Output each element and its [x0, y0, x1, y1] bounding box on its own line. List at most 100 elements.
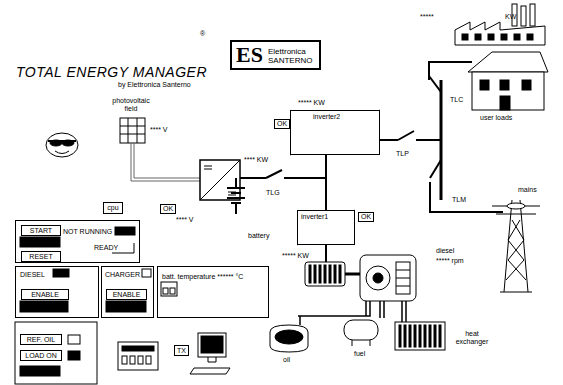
generator-part	[305, 262, 345, 286]
panel-indicator-part	[68, 335, 80, 344]
node-text: REF. OIL	[27, 336, 55, 344]
inverter-symbol-part	[290, 110, 380, 155]
factory-icon-part-part	[475, 34, 481, 40]
ac-wire-part	[430, 182, 503, 212]
oil-tank	[270, 325, 308, 352]
node-text: LOAD ON	[25, 352, 57, 360]
house-icon-part	[480, 80, 489, 90]
ac-wire-part	[440, 80, 443, 200]
fuel-tank-part	[352, 340, 370, 346]
mains-tower	[492, 200, 540, 292]
factory-icon-part	[462, 34, 533, 40]
mains-tower-part	[506, 220, 526, 280]
diagram-label: ***** KW	[282, 252, 309, 260]
smiley-icon-part	[46, 133, 78, 157]
dc-bus-wire-part	[240, 177, 266, 179]
diagram-label: *****	[420, 13, 434, 21]
panel-indicator-part	[161, 282, 177, 296]
node-text: cpu	[107, 204, 118, 212]
control-unit-icon-part	[122, 356, 151, 364]
generator-part-part	[334, 265, 336, 283]
panel-indicator-part	[68, 351, 80, 360]
button-box: OK	[274, 119, 290, 129]
panel-indicator-part	[163, 288, 168, 294]
ac-wire-part	[430, 160, 441, 178]
node-text: DIESEL	[20, 271, 45, 279]
button-box: RESET	[21, 251, 61, 262]
button-box: START	[21, 225, 61, 236]
computer-icon	[190, 333, 230, 374]
diagram-label: **** KW	[244, 156, 268, 164]
panel-indicator-part	[53, 269, 69, 277]
node-text: OK	[163, 205, 173, 213]
dc-bus-wire-part	[266, 170, 282, 178]
diesel-engine-part	[396, 270, 410, 286]
generator-part-part	[329, 265, 331, 283]
factory-icon-part-part	[527, 34, 533, 40]
heat-exchanger	[395, 322, 445, 350]
heat-exchanger-part-part	[424, 325, 426, 347]
control-panel: DIESEL ENABLE	[15, 266, 99, 318]
pv-wire-part	[134, 143, 200, 178]
factory-icon	[455, 4, 545, 45]
pv-panel	[120, 118, 145, 143]
diagram-label: user loads	[480, 114, 512, 122]
diagram-label: ***** KW	[298, 99, 325, 107]
factory-icon-part	[455, 22, 545, 45]
diagram-label: TLM	[452, 196, 466, 204]
page-title: TOTAL ENERGY MANAGER	[16, 64, 207, 80]
diesel-engine-part	[360, 255, 416, 301]
node-text: READY	[94, 244, 118, 252]
node-text: ENABLE	[113, 291, 141, 299]
oil-tank-part	[270, 325, 308, 352]
diesel-engine-part	[396, 262, 410, 294]
dc-bus-wire-part	[235, 204, 237, 214]
dc-bus-wire-part	[284, 177, 327, 179]
heat-exchanger-part-part	[439, 325, 441, 347]
computer-icon-part	[190, 368, 230, 374]
pv-panel-part	[120, 118, 145, 143]
generator-part-part	[339, 265, 341, 283]
factory-icon-part-part	[501, 34, 507, 40]
node-text: inverter2	[313, 113, 340, 121]
inverter-box: inverter1	[297, 210, 355, 245]
pv-panel-part	[120, 118, 145, 143]
button-box: REF. OIL	[20, 334, 62, 345]
panel-indicator-part	[170, 288, 175, 294]
panel-indicator	[15, 227, 177, 384]
heat-exchanger-part-part	[419, 325, 421, 347]
oil-tank-part	[275, 330, 303, 344]
control-panel: CHARGERENABLE	[101, 266, 154, 318]
panel-indicator-part	[115, 227, 135, 235]
diagram-label: ®	[200, 30, 205, 38]
diesel-engine-part	[373, 273, 383, 283]
heat-exchanger-part-part	[404, 325, 406, 347]
button-box: ENABLE	[21, 289, 69, 300]
house-icon-part	[500, 80, 509, 90]
control-unit-icon-part-part	[138, 356, 143, 364]
diagram-label: TLC	[450, 96, 463, 104]
button-box: OK	[160, 204, 176, 214]
diagram-label: mains	[518, 186, 537, 194]
diagram-label: battery	[248, 232, 269, 240]
generator-part-part	[314, 265, 316, 283]
control-unit-icon-part-part	[130, 356, 135, 364]
diagram-label: oil	[283, 356, 290, 364]
button-box: ENABLE	[106, 289, 147, 300]
panel-indicator-part	[20, 301, 68, 312]
diagram-label: ***** rpm	[436, 257, 464, 265]
diagram-label: photovoltaic field	[106, 97, 156, 112]
panel-indicator-part	[106, 301, 146, 312]
control-unit-icon-part	[118, 342, 158, 370]
node-text: batt. temperature ****** °C	[162, 273, 243, 281]
generator-part-part	[309, 265, 311, 283]
heat-exchanger-part	[399, 325, 441, 347]
factory-icon-part	[521, 6, 526, 26]
pipe-part	[402, 301, 406, 322]
panel-indicator-part	[15, 322, 97, 384]
fuel-tank	[344, 320, 378, 346]
panel-indicator-part	[20, 366, 60, 376]
converter-box-part	[204, 166, 236, 195]
control-unit-icon-part-part	[122, 356, 127, 364]
